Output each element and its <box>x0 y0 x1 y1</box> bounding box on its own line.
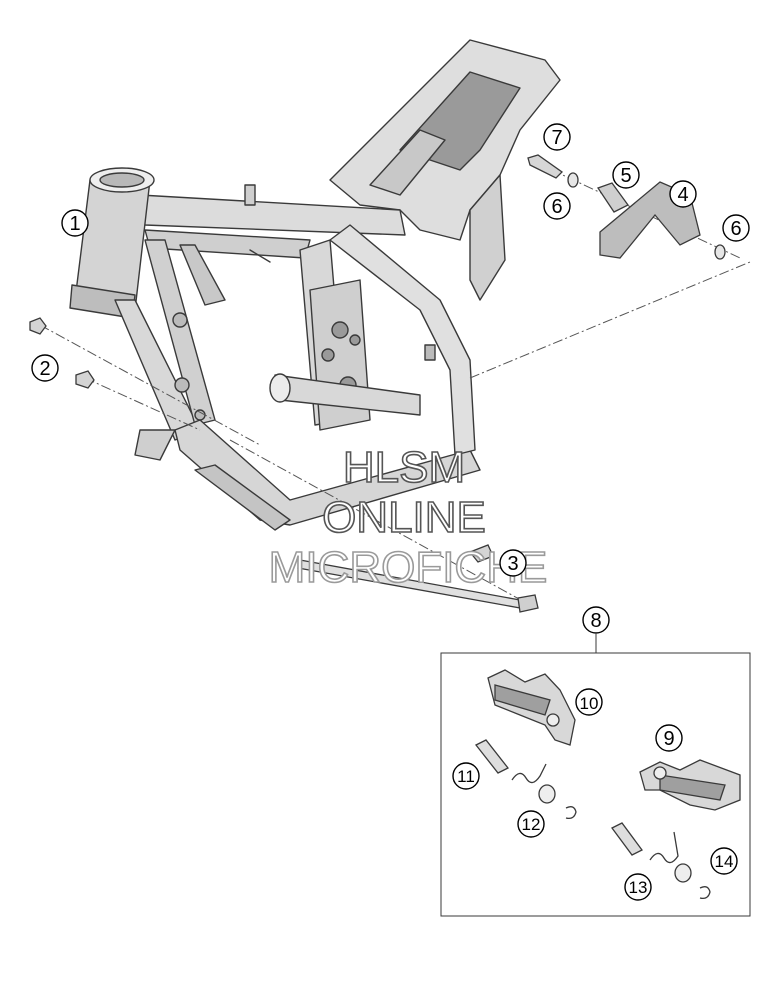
svg-text:2: 2 <box>39 358 50 380</box>
svg-text:5: 5 <box>620 165 631 187</box>
svg-text:9: 9 <box>663 728 674 750</box>
svg-text:7: 7 <box>551 127 562 149</box>
callout-7: 7 <box>543 123 571 151</box>
upper-small-parts <box>527 154 726 260</box>
svg-text:6: 6 <box>730 218 741 240</box>
frame-drawing <box>69 39 561 531</box>
callout-10: 10 <box>575 688 603 716</box>
callout-1: 1 <box>61 209 89 237</box>
callout-14: 14 <box>710 847 738 875</box>
callout-5: 5 <box>612 161 640 189</box>
svg-text:11: 11 <box>457 767 475 786</box>
watermark-line-2: ONLINE <box>322 493 486 542</box>
callout-11: 11 <box>452 762 480 790</box>
callout-2: 2 <box>31 354 59 382</box>
svg-text:12: 12 <box>522 815 541 834</box>
callout-12: 12 <box>517 810 545 838</box>
svg-text:4: 4 <box>677 184 688 206</box>
callout-6-left: 6 <box>543 192 571 220</box>
svg-text:14: 14 <box>715 852 734 871</box>
footpeg-parts <box>474 669 741 900</box>
lower-left-parts <box>29 317 539 613</box>
svg-text:8: 8 <box>590 610 601 632</box>
callouts: 1 2 3 4 5 6 6 7 <box>31 123 750 901</box>
svg-text:6: 6 <box>551 196 562 218</box>
svg-text:10: 10 <box>580 694 599 713</box>
callout-8: 8 <box>582 606 610 634</box>
watermark-line-1: HLSM <box>343 443 465 492</box>
callout-4: 4 <box>669 180 697 208</box>
callout-6-right: 6 <box>722 214 750 242</box>
svg-text:1: 1 <box>69 213 80 235</box>
callout-13: 13 <box>624 873 652 901</box>
footpeg-kit-box <box>440 634 751 917</box>
svg-text:13: 13 <box>629 878 648 897</box>
callout-9: 9 <box>655 724 683 752</box>
svg-text:3: 3 <box>507 553 518 575</box>
watermark: HLSM ONLINE MICROFICHE <box>268 442 548 593</box>
callout-3: 3 <box>499 549 527 577</box>
